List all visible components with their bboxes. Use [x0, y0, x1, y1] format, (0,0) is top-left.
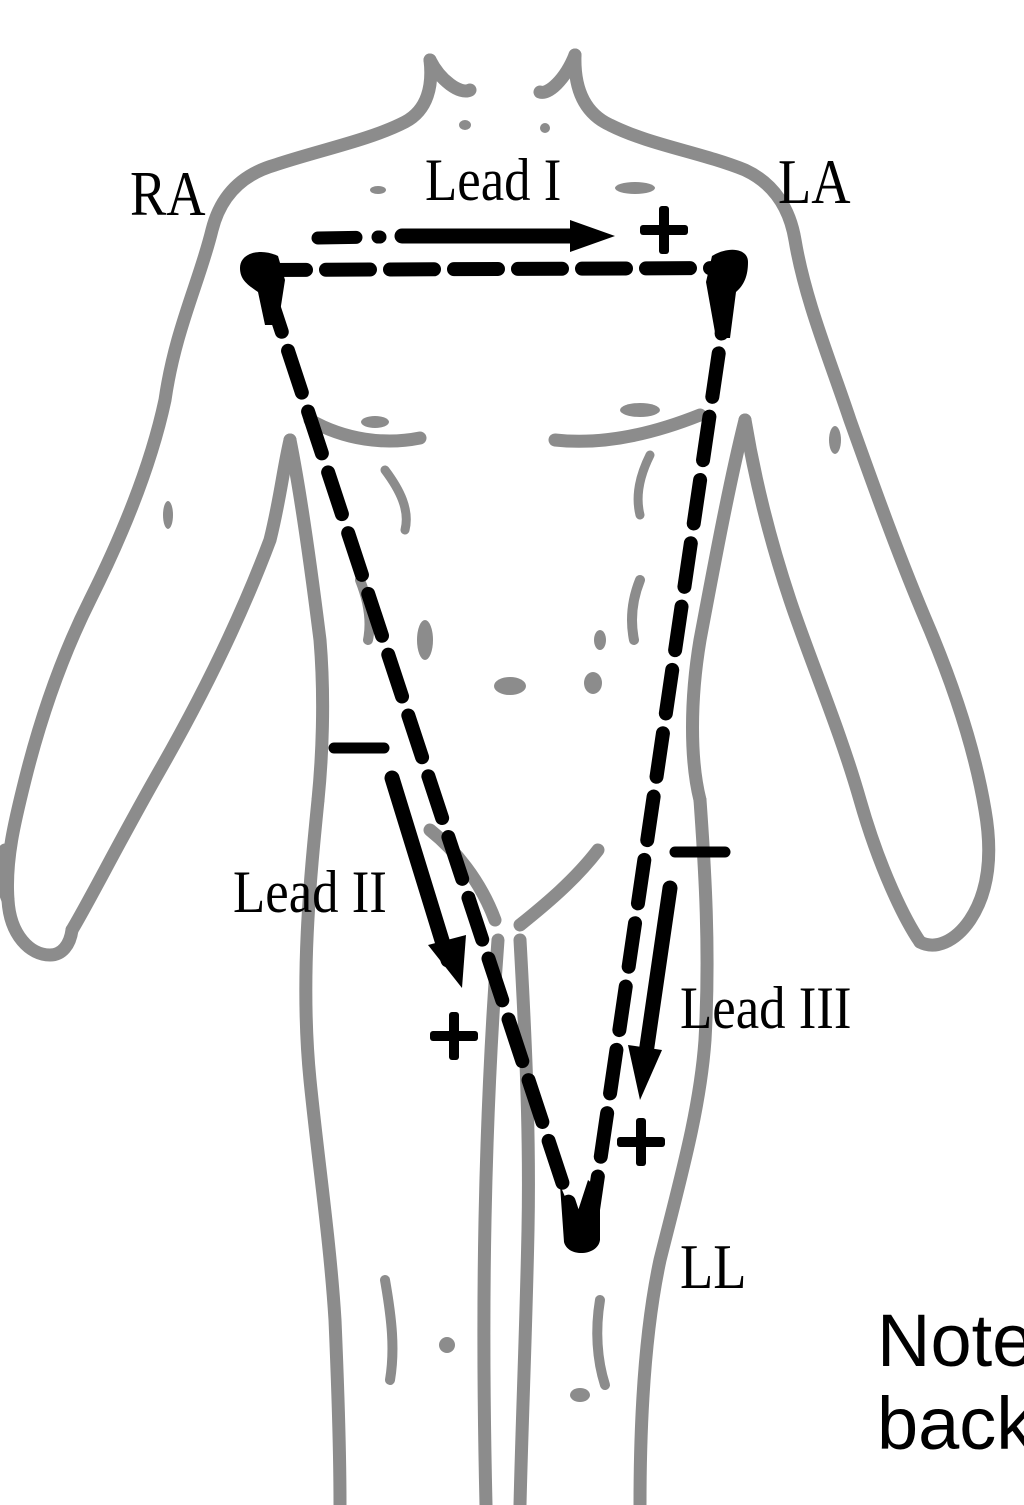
ra-label: RA [130, 158, 206, 229]
triangle-top-side [255, 261, 739, 277]
lead-3-arrowhead [628, 1045, 662, 1100]
la-label: LA [778, 146, 851, 217]
ra-electrode-node [240, 252, 285, 325]
lead-2-arrow-shaft [384, 770, 456, 968]
ll-electrode-node [560, 1180, 600, 1254]
ll-label: LL [680, 1231, 747, 1302]
note-text: Note back [877, 1299, 1024, 1466]
lead-2-label: Lead II [233, 859, 387, 925]
lead-1-plus-sign [640, 206, 688, 254]
lead-2-plus-sign [430, 1012, 478, 1060]
lead-3-plus-sign [617, 1118, 665, 1166]
triangle-right-side [583, 283, 735, 1237]
note-line-2: back [877, 1381, 1024, 1465]
la-electrode-node [706, 249, 748, 338]
lead-3-label: Lead III [680, 975, 852, 1041]
lead-1-arrowhead [570, 220, 615, 252]
triangle-left-side [261, 283, 585, 1237]
lead-3-arrow-shaft [637, 880, 678, 1068]
lead-1-label: Lead I [425, 147, 562, 213]
lead-2-arrowhead [428, 935, 466, 988]
note-line-1: Note [877, 1299, 1024, 1382]
lead-1-dashed-shaft [311, 230, 387, 245]
